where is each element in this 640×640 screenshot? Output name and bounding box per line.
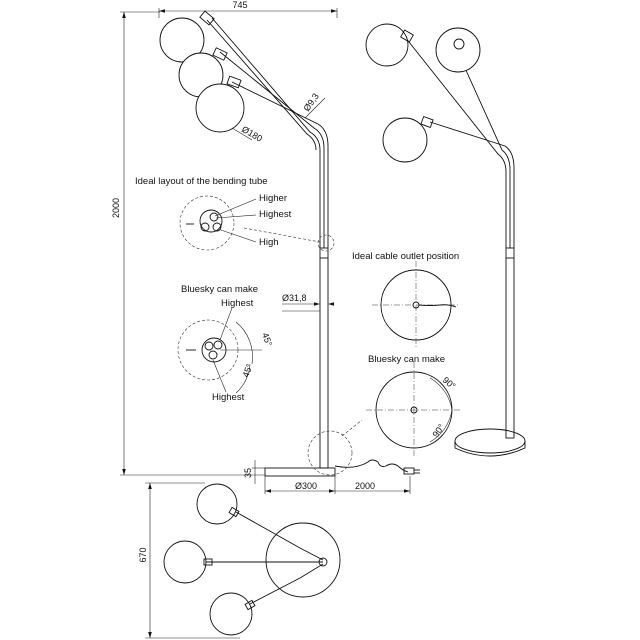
base-diameter-label: Ø300 [295, 481, 317, 491]
higher-label: Higher [259, 193, 287, 204]
angle-90-lower: 90° [430, 422, 446, 439]
lamp-top-view: 670 [138, 482, 341, 639]
bending-layout-title: Ideal layout of the bending tube [135, 176, 268, 187]
cable-length-label: 2000 [355, 481, 375, 491]
lamp-shade-bottom [195, 83, 245, 133]
highest-label: Highest [259, 209, 292, 220]
height-label: 2000 [111, 198, 121, 218]
bluesky-can-make-title-left: Bluesky can make [181, 284, 258, 295]
angle-45-upper: 45° [260, 331, 274, 348]
height-dimension: 2000 [111, 11, 265, 476]
bluesky-highest-top-label: Highest [221, 298, 254, 309]
bluesky-can-make-right: Bluesky can make 90° 90° [366, 354, 462, 458]
main-lamp-side-view: Ø9,3 Ø180 Ø31,8 35 Ø300 2000 [159, 10, 420, 494]
shade-diameter-label: Ø180 [240, 124, 264, 144]
tube-diameter-label: Ø9,3 [301, 91, 320, 113]
width-label: 745 [232, 0, 247, 10]
lamp-shade-top [159, 17, 205, 63]
angle-45-lower: 45° [240, 362, 254, 379]
lamp-perspective-view [365, 23, 526, 457]
width-dimension: 745 [158, 0, 338, 18]
cable-outlet-title: Ideal cable outlet position [352, 251, 459, 262]
bending-tube-layout: Ideal layout of the bending tube Higher … [135, 176, 292, 251]
bluesky-highest-bottom-label: Highest [212, 392, 245, 403]
top-view-base [265, 522, 341, 598]
cable-outlet-detail: Ideal cable outlet position [352, 251, 460, 349]
pole-diameter-label: Ø31,8 [282, 293, 307, 303]
bluesky-can-make-left: Bluesky can make Highest 45° 45° Highest [177, 284, 274, 403]
bluesky-can-make-title-right: Bluesky can make [368, 354, 445, 365]
high-label: High [259, 237, 279, 248]
base-height-label: 35 [243, 468, 253, 478]
top-view-depth-label: 670 [138, 547, 148, 562]
